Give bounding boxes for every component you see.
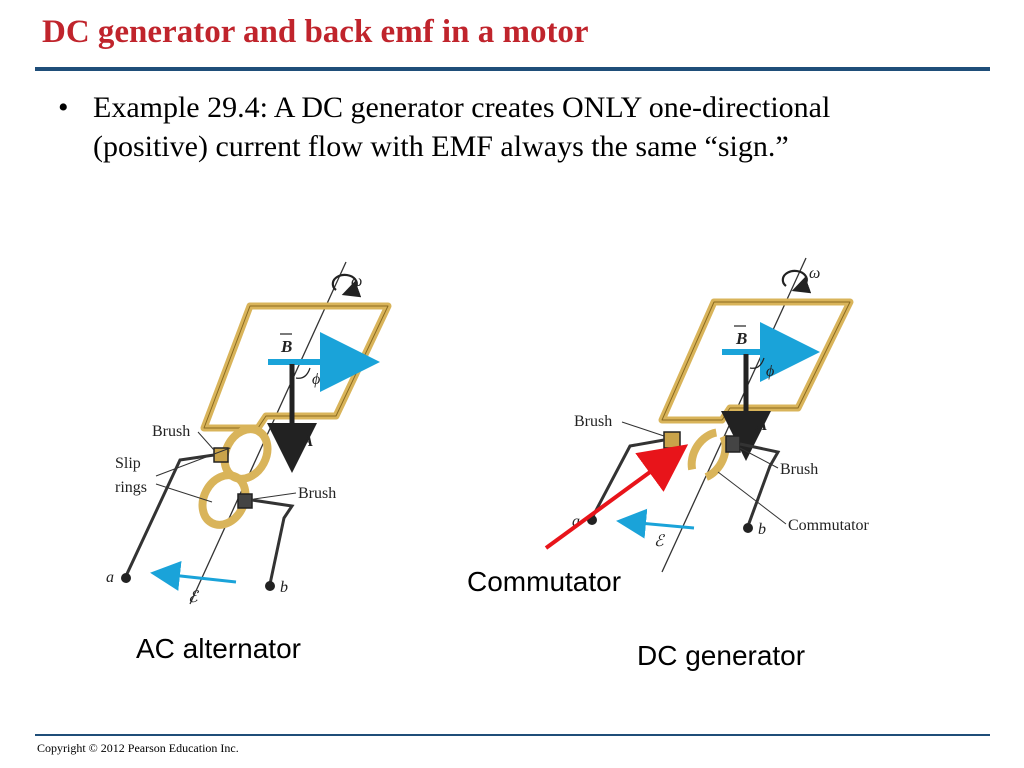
- brush-left-label: Brush: [574, 413, 612, 430]
- field-label: B: [280, 337, 292, 356]
- brush-upper: [213, 447, 229, 463]
- rotation-icon-dc: [781, 269, 812, 294]
- terminal-b: [265, 581, 275, 591]
- omega-label: ω: [351, 273, 362, 290]
- coil-loop: [200, 302, 392, 432]
- lead-a: [124, 453, 215, 577]
- brush-bottom-label: Brush: [298, 485, 336, 502]
- angle-label-dc: ϕ: [766, 363, 774, 380]
- terminal-b-label-dc: b: [758, 521, 766, 538]
- rotation-axis: [189, 261, 347, 605]
- brush-lower: [237, 493, 253, 509]
- brush-top-label: Brush: [152, 423, 190, 440]
- omega-label-dc: ω: [809, 265, 820, 282]
- area-label-dc: A: [755, 415, 767, 434]
- slip-label: Slip: [115, 455, 141, 472]
- commutator-label: Commutator: [788, 517, 870, 534]
- coil-loop-dc: [658, 298, 854, 424]
- emf-label: ℰ: [188, 589, 200, 606]
- commutator-callout-text: Commutator: [467, 566, 622, 597]
- brush-left: [663, 431, 681, 449]
- commutator-half-right: [704, 434, 730, 481]
- emf-arrow: [150, 561, 237, 591]
- dc-generator-caption: DC generator: [637, 640, 806, 671]
- lead-b: [251, 498, 295, 585]
- commutator-callout-arrow: [544, 444, 689, 550]
- footer-divider: [35, 734, 990, 736]
- rings-label: rings: [115, 479, 147, 496]
- slide-title: DC generator and back emf in a motor: [42, 14, 589, 50]
- copyright-notice: Copyright © 2012 Pearson Education Inc.: [37, 741, 239, 755]
- ac-alternator-figure: ω B A ϕ a b ℰ Brush Slip rings: [106, 261, 392, 606]
- terminal-b-dc: [743, 523, 753, 533]
- lead-b-dc: [739, 442, 781, 527]
- lead-a-dc: [590, 438, 665, 519]
- terminal-a-label-dc: a: [572, 513, 580, 530]
- brush-right: [725, 435, 741, 453]
- terminal-a: [121, 573, 131, 583]
- ac-alternator-caption: AC alternator: [136, 633, 301, 664]
- slip-ring-lower: [198, 471, 250, 529]
- emf-arrow-dc: [616, 508, 695, 539]
- dc-generator-figure: ω B A ϕ a b ℰ Brush Brush: [544, 257, 870, 573]
- area-label: A: [301, 431, 313, 450]
- terminal-b-label: b: [280, 579, 288, 596]
- field-label-dc: B: [735, 329, 747, 348]
- bullet-text: Example 29.4: A DC generator creates ONL…: [93, 91, 831, 163]
- brush-right-label: Brush: [780, 461, 818, 478]
- emf-label-dc: ℰ: [654, 533, 666, 550]
- bullet-marker: •: [58, 91, 69, 124]
- commutator-half-left: [687, 428, 718, 471]
- angle-label: ϕ: [312, 371, 320, 388]
- rotation-icon: [331, 273, 362, 298]
- title-divider: [35, 67, 990, 71]
- terminal-a-label: a: [106, 569, 114, 586]
